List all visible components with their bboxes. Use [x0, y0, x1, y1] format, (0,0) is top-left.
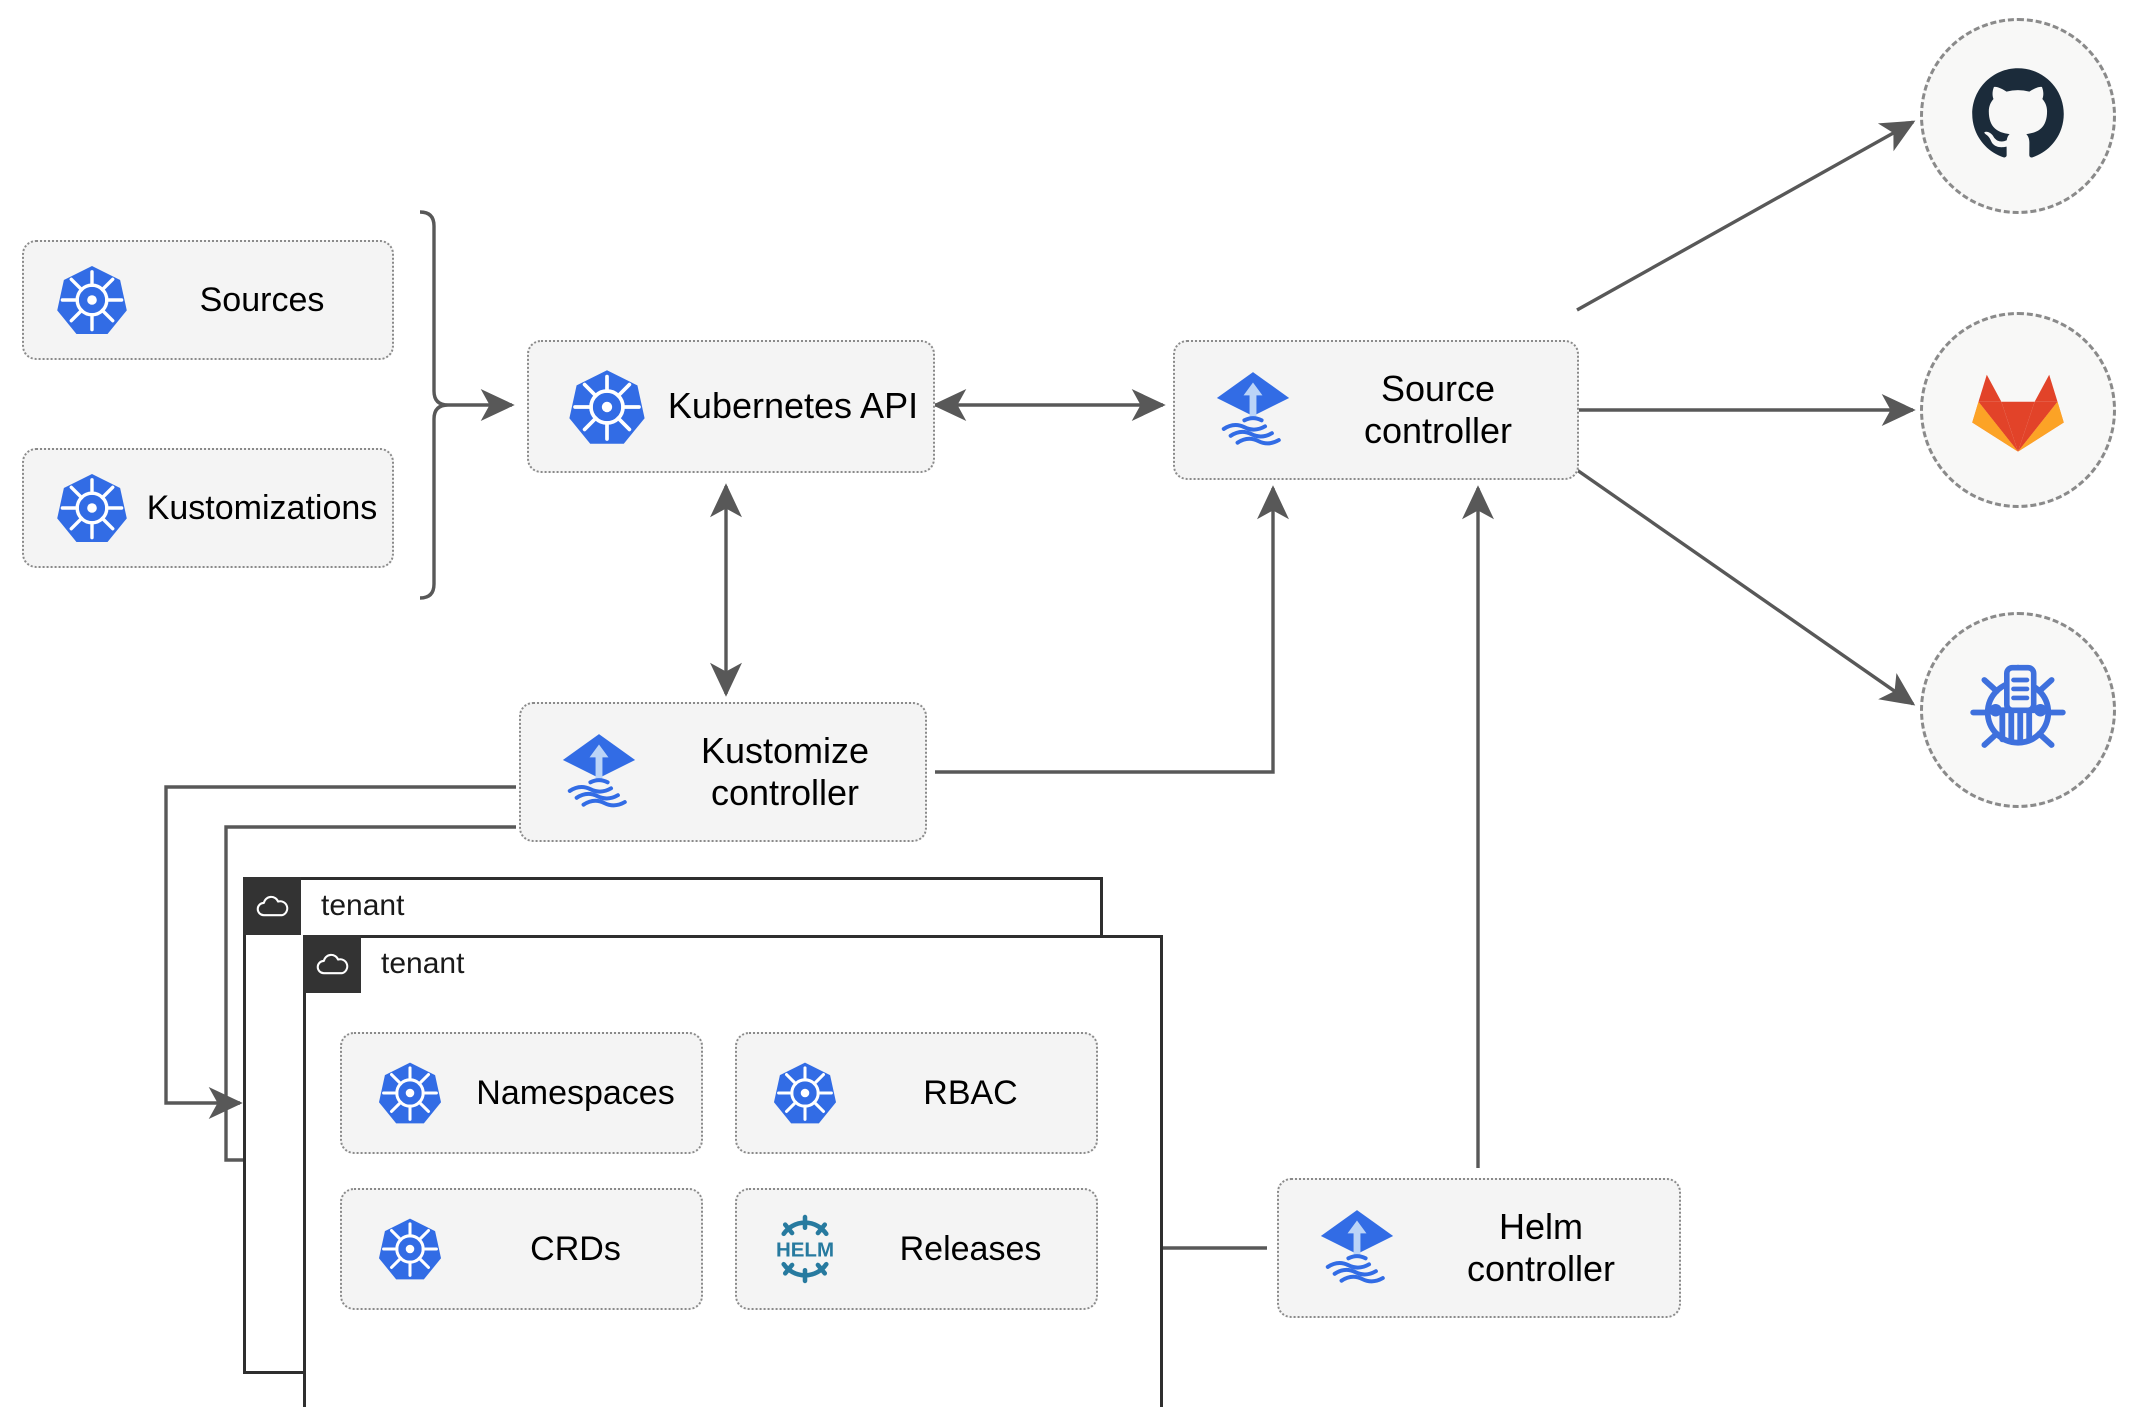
node-kubernetes-api[interactable]: Kubernetes API — [527, 340, 935, 473]
cloud-icon — [243, 877, 301, 935]
svg-text:HELM: HELM — [776, 1239, 834, 1262]
node-helm-controller[interactable]: Helm controller — [1277, 1178, 1681, 1318]
node-kustomize-controller[interactable]: Kustomize controller — [519, 702, 927, 842]
tenant-header: tenant — [243, 877, 404, 935]
resource-releases[interactable]: HELM Releases — [735, 1188, 1098, 1310]
kubernetes-icon — [555, 367, 659, 447]
resource-rbac[interactable]: RBAC — [735, 1032, 1098, 1154]
tenant-label: tenant — [321, 889, 405, 922]
kubernetes-icon — [364, 1060, 456, 1126]
kubernetes-icon — [759, 1060, 851, 1126]
resource-label: Releases — [899, 1229, 1042, 1268]
resource-label: RBAC — [923, 1073, 1018, 1112]
edge-source-controller-to-helm-repository — [1576, 468, 1916, 706]
resource-kustomizations[interactable]: Kustomizations — [22, 448, 394, 568]
node-label: Kustomize controller — [700, 729, 870, 813]
node-source-controller[interactable]: Source controller — [1173, 340, 1579, 480]
flux-icon — [1201, 367, 1305, 453]
kubernetes-icon — [46, 471, 138, 545]
helm-repository-icon — [1962, 652, 2074, 769]
gitlab-icon — [1966, 356, 2070, 465]
tenant-header: tenant — [303, 935, 464, 993]
node-label: Kubernetes API — [667, 385, 919, 427]
tenant-resource-grid: Namespaces RBAC — [340, 1032, 1098, 1310]
resource-crds[interactable]: CRDs — [340, 1188, 703, 1310]
edge-kustomize-controller-to-source-controller — [935, 485, 1289, 774]
github-icon — [1966, 62, 2070, 171]
resource-label: CRDs — [530, 1229, 621, 1268]
provider-gitlab[interactable] — [1920, 312, 2116, 508]
edge-source-controller-to-github — [1576, 120, 1916, 312]
tenant-label: tenant — [381, 947, 465, 980]
node-label: Helm controller — [1466, 1205, 1616, 1289]
resource-label: Namespaces — [476, 1073, 675, 1112]
cloud-icon — [303, 935, 361, 993]
provider-github[interactable] — [1920, 18, 2116, 214]
kubernetes-icon — [46, 263, 138, 337]
flux-icon — [547, 729, 651, 815]
node-label: Source controller — [1363, 367, 1513, 451]
edge-sources-group-bracket — [419, 210, 449, 600]
provider-helm-repository[interactable] — [1920, 612, 2116, 808]
resource-label: Kustomizations — [146, 488, 378, 527]
flux-icon — [1305, 1205, 1409, 1291]
kubernetes-icon — [364, 1216, 456, 1282]
resource-sources[interactable]: Sources — [22, 240, 394, 360]
resource-label: Sources — [199, 280, 325, 319]
helm-icon: HELM — [759, 1211, 851, 1287]
resource-namespaces[interactable]: Namespaces — [340, 1032, 703, 1154]
